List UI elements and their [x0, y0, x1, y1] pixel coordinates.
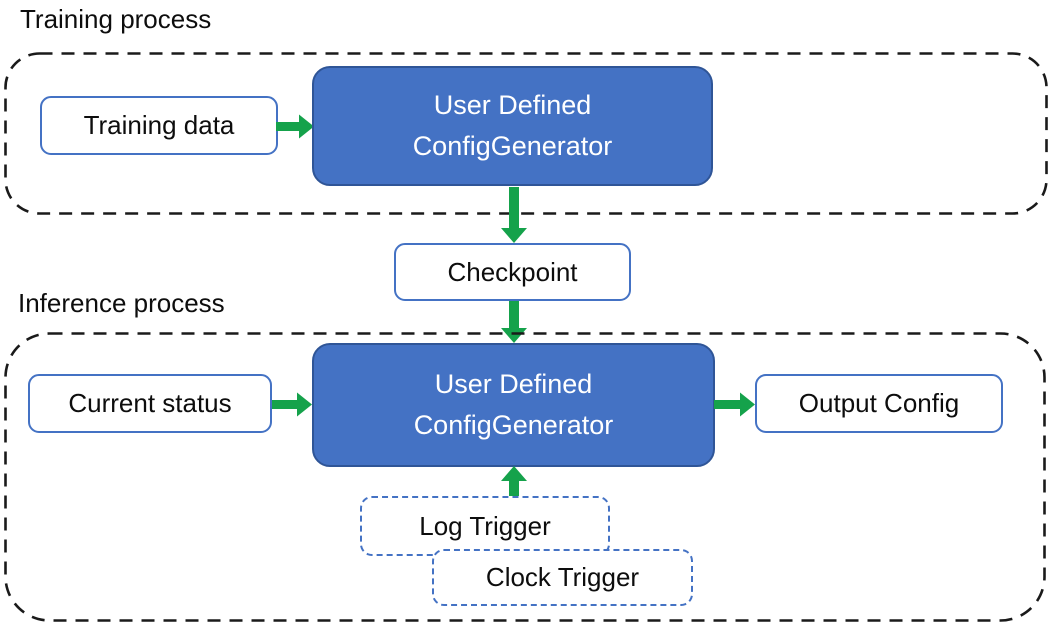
inference-generator-box: User Defined ConfigGenerator: [312, 343, 715, 467]
output-config-label: Output Config: [798, 388, 960, 418]
arrow-trigger-to-generator: [501, 466, 527, 497]
inference-process-label: Inference process: [18, 288, 225, 318]
arrow-checkpoint-to-generator: [501, 301, 527, 343]
log-trigger-box: Log Trigger: [360, 496, 610, 556]
checkpoint-label: Checkpoint: [447, 256, 578, 287]
current-status-label: Current status: [68, 388, 232, 418]
arrow-training-data-to-generator: [276, 114, 314, 139]
arrow-generator-to-checkpoint: [501, 187, 527, 243]
arrow-current-status-to-generator: [272, 392, 312, 417]
checkpoint-box: Checkpoint: [394, 243, 631, 301]
training-container-outline: [4, 52, 1048, 215]
clock-trigger-label: Clock Trigger: [485, 562, 640, 592]
current-status-box: Current status: [28, 374, 272, 433]
inference-container-outline: [4, 332, 1046, 622]
training-generator-box: User Defined ConfigGenerator: [312, 66, 713, 186]
clock-trigger-box: Clock Trigger: [432, 549, 693, 606]
training-process-label: Training process: [20, 4, 212, 34]
log-trigger-label: Log Trigger: [419, 510, 551, 541]
inference-container: [4, 332, 1046, 622]
training-data-label: Training data: [83, 110, 235, 140]
training-generator-line2: ConfigGenerator: [412, 131, 613, 161]
inference-generator-line1: User Defined: [434, 369, 593, 399]
inference-generator-line2: ConfigGenerator: [413, 410, 614, 440]
training-generator-line1: User Defined: [433, 90, 592, 120]
output-config-box: Output Config: [755, 374, 1003, 433]
training-container: [4, 52, 1048, 215]
arrow-generator-to-output: [714, 392, 755, 417]
training-data-box: Training data: [40, 96, 278, 155]
